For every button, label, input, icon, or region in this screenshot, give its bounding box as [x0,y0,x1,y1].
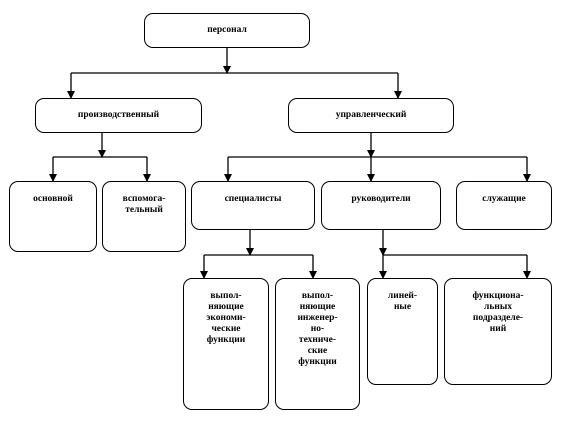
node-engineering-functions: выпол- няющие инженер- но- техниче- ские… [275,278,360,410]
node-management: управленческий [288,98,454,133]
node-functional-departments: функциона- льных подразделе- ний [444,278,552,385]
node-linear: линей- ные [367,278,438,385]
node-employees: служащие [456,181,552,230]
node-auxiliary: вспомога- тельный [102,181,186,252]
node-managers: руководители [321,181,441,230]
node-production: производственный [35,98,202,133]
node-main: основной [9,181,97,252]
node-specialists: специалисты [191,181,315,230]
node-economic-functions: выпол- няющие экономи- ческие функции [183,278,269,410]
node-personnel: персонал [144,13,310,48]
